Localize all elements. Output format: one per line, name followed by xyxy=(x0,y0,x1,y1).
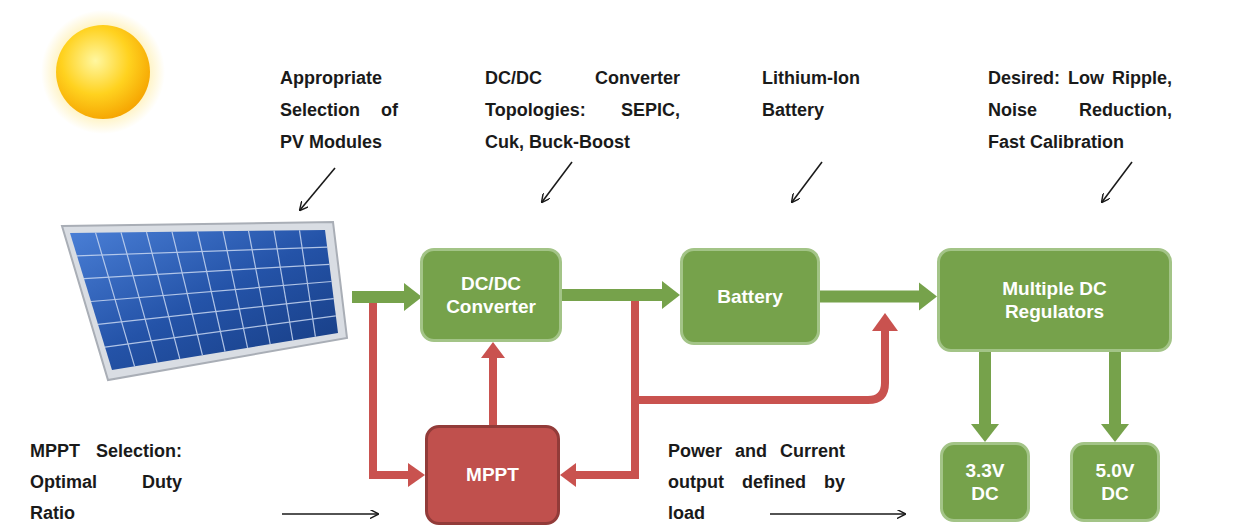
connector-line xyxy=(820,291,920,303)
sense-line xyxy=(373,297,425,487)
output-box: 3.3V DC xyxy=(940,442,1030,522)
control-arrow xyxy=(560,295,635,487)
arrow-head xyxy=(662,281,680,309)
arrow-head xyxy=(971,424,999,442)
arrow-head xyxy=(560,463,576,487)
callout-label: MPPT Selection: Optimal Duty Ratio xyxy=(30,436,182,529)
arrow-head xyxy=(919,283,937,311)
sun xyxy=(56,25,150,119)
box-label: Multiple DC Regulators xyxy=(970,277,1140,323)
sun-glow xyxy=(41,10,165,134)
callout-label: Power and Current output defined by load xyxy=(668,436,845,529)
box-label: 5.0V DC xyxy=(1084,459,1146,505)
callout-label: Desired: Low Ripple, Noise Reduction, Fa… xyxy=(988,62,1172,158)
box-label: 3.3V DC xyxy=(954,459,1016,505)
connector-line xyxy=(1109,352,1121,425)
callout-label: Appropriate Selection of PV Modules xyxy=(280,62,398,158)
box-label: MPPT xyxy=(466,463,519,486)
power-arrow xyxy=(820,283,937,311)
callout-label: Lithium-Ion Battery xyxy=(762,62,882,126)
battery-box: Battery xyxy=(680,248,820,345)
power-arrow xyxy=(352,283,422,311)
converter-box: DC/DC Converter xyxy=(420,248,562,342)
arrow-head xyxy=(1101,424,1129,442)
solar-panel xyxy=(62,222,347,380)
box-label: DC/DC Converter xyxy=(432,272,550,318)
mppt-box: MPPT xyxy=(425,425,560,525)
connector-line xyxy=(979,352,991,425)
control-arrow xyxy=(481,342,505,425)
connector-line xyxy=(489,357,497,425)
power-arrow xyxy=(971,352,999,442)
regulator-box: Multiple DC Regulators xyxy=(937,248,1172,352)
callout-label: DC/DC Converter Topologies: SEPIC, Cuk, … xyxy=(485,62,680,158)
connector-line xyxy=(562,295,635,475)
output-box: 5.0V DC xyxy=(1070,442,1160,522)
connector-line xyxy=(562,289,663,301)
power-arrow xyxy=(562,281,680,309)
box-label: Battery xyxy=(717,285,782,308)
arrow-head xyxy=(481,342,505,358)
power-arrow xyxy=(1101,352,1129,442)
